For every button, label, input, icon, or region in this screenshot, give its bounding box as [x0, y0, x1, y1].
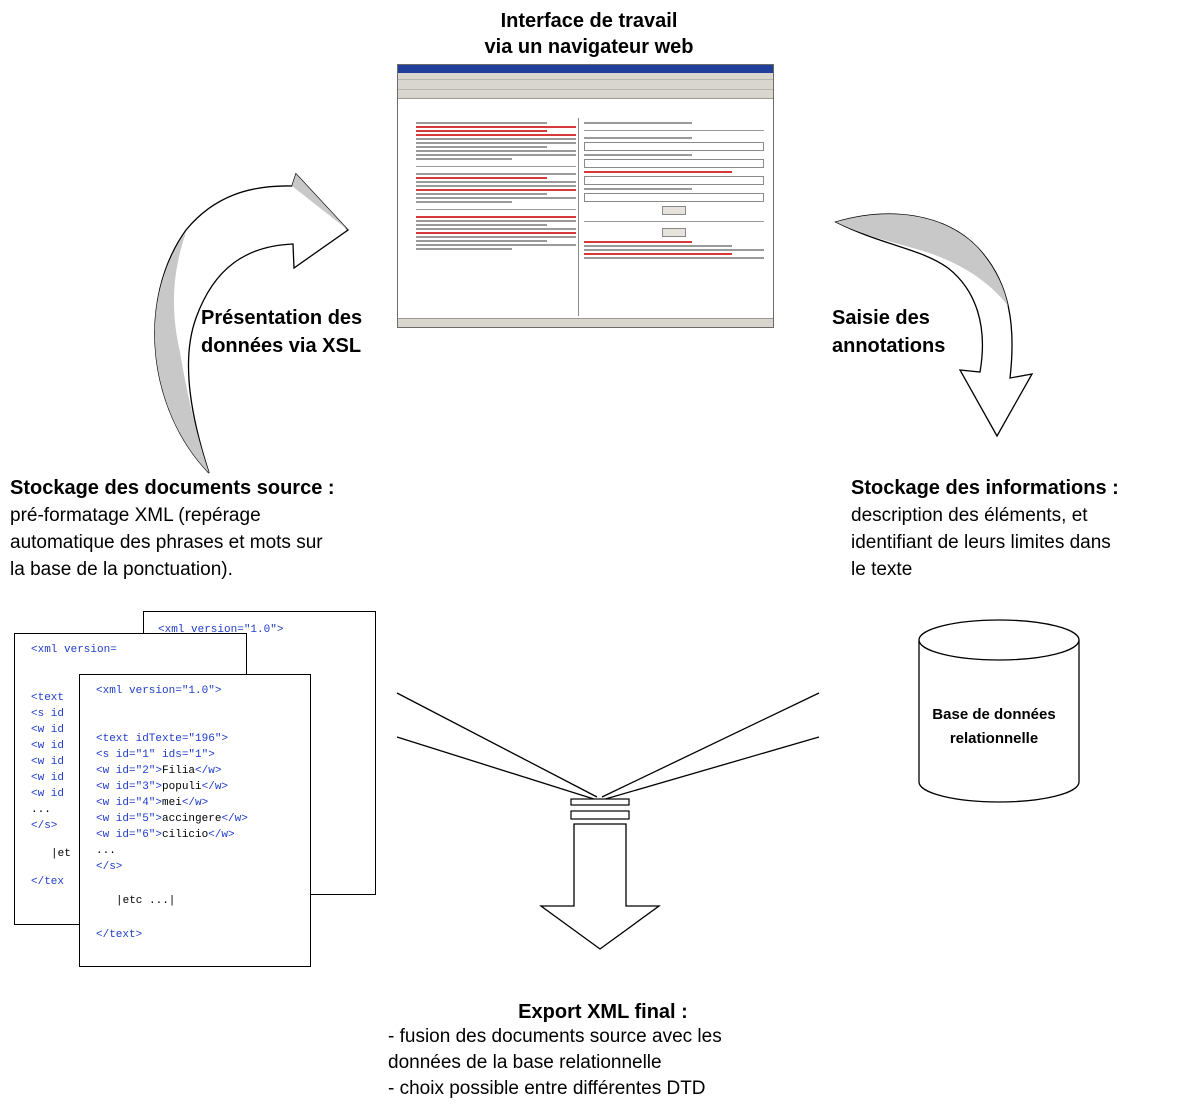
stockage-source-block: Stockage des documents source : pré-form…	[10, 474, 410, 583]
browser-text-pane	[416, 120, 576, 316]
xml-front-w5-close: </w>	[208, 829, 235, 841]
xml-front-w4-open: <w id="5">	[96, 813, 163, 825]
stockage-info-block: Stockage des informations : description …	[851, 474, 1171, 583]
browser-content	[398, 98, 773, 319]
browser-toolbar	[398, 80, 773, 90]
database-line1: Base de données	[932, 706, 1056, 723]
funnel-line-right-upper	[601, 692, 820, 798]
right-curved-arrow-shade	[836, 214, 1008, 306]
stockage-info-line2: identifiant de leurs limites dans	[851, 532, 1111, 553]
xml-front-w2: <w id="3">populi</w>	[96, 779, 310, 795]
funnel-neck-bottom	[570, 810, 630, 820]
xml-front-w4-word: accingere	[162, 813, 222, 825]
xml-front-w4-close: </w>	[221, 813, 248, 825]
interface-title-line2: via un navigateur web	[484, 36, 694, 58]
xml-front-w2-open: <w id="3">	[96, 781, 163, 793]
stockage-source-line3: la base de la ponctuation).	[10, 559, 233, 580]
stockage-source-line1: pré-formatage XML (repérage	[10, 505, 261, 526]
saisie-line1: Saisie des	[832, 307, 930, 329]
xml-front-w3-close: </w>	[181, 797, 209, 809]
database-label: Base de données relationnelle	[916, 703, 1072, 751]
browser-content-divider	[578, 118, 579, 316]
xml-mid-line4: <w id	[31, 724, 65, 736]
interface-title: Interface de travail via un navigateur w…	[0, 8, 1178, 60]
xml-mid-line10: </s>	[31, 820, 58, 832]
xml-front-w3-word: mei	[162, 797, 182, 809]
xml-front-text-close: </text>	[96, 929, 143, 941]
export-down-arrow	[539, 823, 661, 950]
saisie-line2: annotations	[832, 335, 946, 357]
presentation-label: Présentation des données via XSL	[201, 304, 362, 360]
xml-front-w2-close: </w>	[201, 781, 229, 793]
browser-menubar	[398, 73, 773, 80]
xml-front-w2-word: populi	[162, 781, 202, 793]
xml-front-s-open: <s id="1" ids="1">	[96, 749, 215, 761]
xml-mid-line2: <text	[31, 692, 65, 704]
xml-front-ellipsis: ...	[96, 845, 116, 857]
interface-title-line1: Interface de travail	[500, 10, 678, 32]
funnel-line-right-lower	[601, 736, 820, 801]
stockage-info-line1: description des éléments, et	[851, 505, 1088, 526]
xml-mid-line9: ...	[31, 804, 51, 816]
xml-mid-line5: <w id	[31, 740, 65, 752]
export-block: Export XML final : - fusion des document…	[388, 1000, 818, 1102]
xml-front-w5: <w id="6">cilicio</w>	[96, 827, 310, 843]
xml-mid-line6: <w id	[31, 756, 65, 768]
stockage-source-title: Stockage des documents source :	[10, 477, 335, 499]
browser-form-pane	[584, 120, 764, 316]
xml-mid-line1: <xml version=	[31, 644, 117, 656]
funnel-line-left-upper	[396, 692, 598, 798]
stockage-info-line3: le texte	[851, 559, 913, 580]
export-title: Export XML final :	[518, 1001, 688, 1023]
xml-mid-line11: |et	[51, 848, 71, 860]
export-line3: - choix possible entre différentes DTD	[388, 1078, 706, 1099]
xml-front-header: <xml version="1.0">	[96, 685, 222, 697]
left-curved-arrow-shade	[154, 232, 209, 473]
database-cylinder-body	[918, 640, 1080, 803]
xml-front-w3: <w id="4">mei</w>	[96, 795, 310, 811]
database-line2: relationnelle	[949, 730, 1039, 747]
xml-front-w5-word: cilicio	[162, 829, 209, 841]
presentation-line2: données via XSL	[201, 335, 362, 357]
left-curved-arrow-head-shade	[292, 174, 348, 230]
stockage-info-title: Stockage des informations :	[851, 477, 1119, 499]
export-line1: - fusion des documents source avec les	[388, 1026, 722, 1047]
browser-statusbar	[398, 318, 773, 327]
xml-front-etc: |etc ...|	[116, 895, 176, 907]
funnel-neck-top	[570, 798, 630, 806]
browser-addressbar	[398, 90, 773, 99]
presentation-line1: Présentation des	[201, 307, 363, 329]
xml-mid-line7: <w id	[31, 772, 65, 784]
export-line2: données de la base relationnelle	[388, 1052, 662, 1073]
xml-mid-line12: </tex	[31, 876, 65, 888]
xml-front-text-open: <text idTexte="196">	[96, 733, 229, 745]
browser-titlebar	[398, 65, 773, 73]
xml-doc-front: <xml version="1.0"> <text idTexte="196"> <…	[79, 674, 311, 967]
xml-mid-line8: <w id	[31, 788, 65, 800]
xml-front-w4: <w id="5">accingere</w>	[96, 811, 310, 827]
xml-front-w1: <w id="2">Filia</w>	[96, 763, 310, 779]
database-cylinder-top	[918, 619, 1080, 661]
saisie-label: Saisie des annotations	[832, 304, 945, 360]
xml-front-w1-close: </w>	[195, 765, 222, 777]
xml-front-s-close: </s>	[96, 861, 123, 873]
stockage-source-line2: automatique des phrases et mots sur	[10, 532, 323, 553]
funnel-line-left-lower	[396, 736, 598, 801]
xml-front-w1-open: <w id="2">	[96, 765, 163, 777]
xml-mid-line3: <s id	[31, 708, 65, 720]
xml-front-w1-word: Filia	[162, 765, 196, 777]
xml-front-w5-open: <w id="6">	[96, 829, 163, 841]
xml-front-w3-open: <w id="4">	[96, 797, 163, 809]
browser-screenshot	[397, 64, 774, 328]
